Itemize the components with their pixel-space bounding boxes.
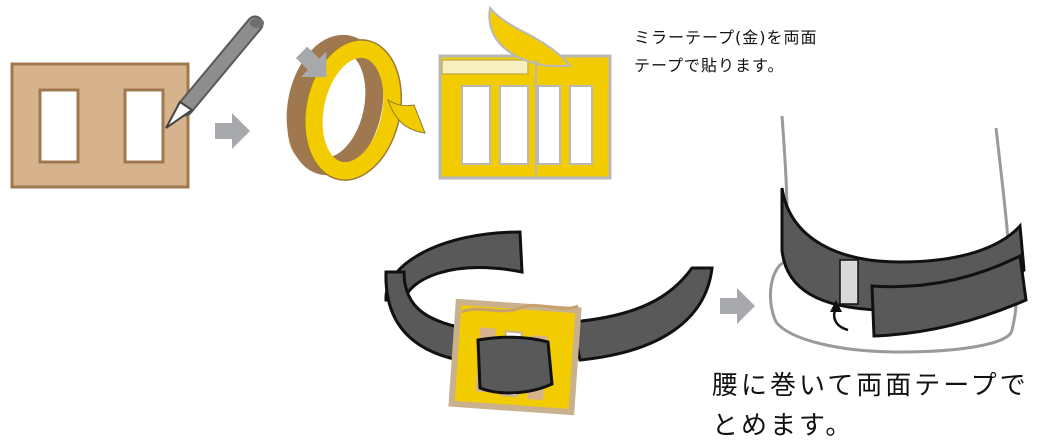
tape-roll-icon <box>286 34 426 181</box>
body-with-belt <box>769 115 1028 354</box>
arrow-right-icon <box>720 288 755 324</box>
taped-panel <box>438 5 612 180</box>
arrow-down-right-icon <box>295 46 327 78</box>
wrap-instruction-line-2: とめます。 <box>712 411 855 441</box>
tape-instruction-text: ミラーテープ(金)を両面 テープで貼ります。 <box>634 24 818 80</box>
tape-instruction-line-1: ミラーテープ(金)を両面 <box>634 28 818 47</box>
tape-instruction-line-2: テープで貼ります。 <box>634 56 785 75</box>
cardboard-panel <box>10 62 190 189</box>
belt-with-buckle <box>384 230 714 416</box>
cutter-knife-icon <box>165 15 264 129</box>
arrow-right-icon <box>215 113 250 149</box>
diagram-canvas <box>10 5 1028 416</box>
wrap-instruction-line-1: 腰に巻いて両面テープで <box>712 371 1029 401</box>
wrap-instruction-text: 腰に巻いて両面テープで とめます。 <box>712 366 1029 446</box>
